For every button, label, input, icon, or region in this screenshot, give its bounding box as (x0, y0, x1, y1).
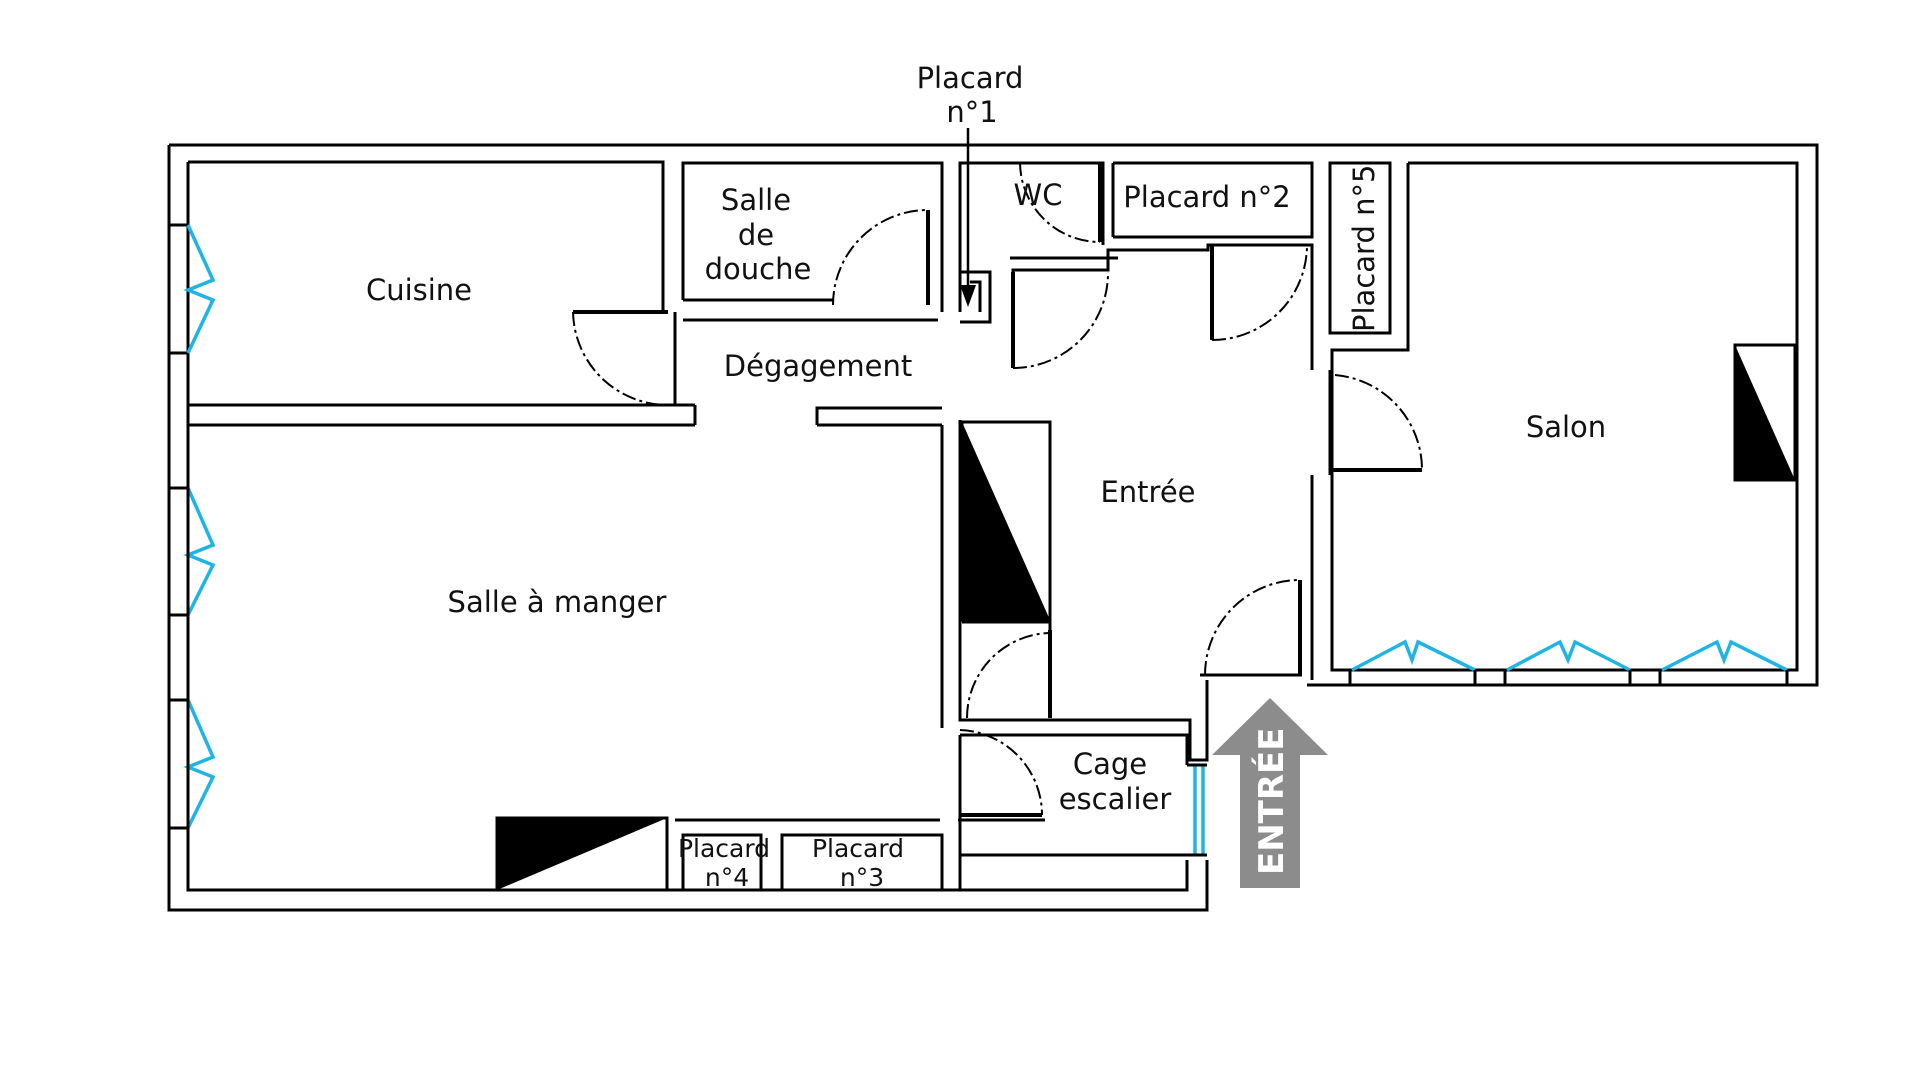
salon-room (1328, 161, 1799, 672)
label-placard-4-2: n°4 (705, 863, 749, 892)
degagement-walls (815, 406, 944, 728)
label-placard-1-2: n°1 (946, 95, 997, 129)
label-placard-5: Placard n°5 (1347, 165, 1381, 332)
label-salle-a-manger: Salle à manger (448, 585, 667, 619)
label-degagement: Dégagement (724, 349, 912, 383)
label-placard-4-1: Placard (678, 834, 770, 863)
label-cuisine: Cuisine (366, 273, 472, 307)
label-salle-de-douche-2: de (738, 218, 774, 252)
entree-room (958, 243, 1314, 762)
label-salon: Salon (1526, 410, 1606, 444)
wc-room (958, 161, 1118, 324)
placard-1-callout (960, 128, 976, 307)
placard-5 (1328, 161, 1392, 335)
label-placard-2: Placard n°2 (1123, 180, 1290, 214)
salle-a-manger-room (186, 428, 940, 892)
salle-de-douche-room (681, 161, 944, 322)
label-placard-3-2: n°3 (840, 863, 884, 892)
label-placard-1-1: Placard (917, 61, 1024, 95)
cuisine-room (188, 160, 697, 427)
label-salle-de-douche-3: douche (705, 252, 812, 286)
windows-left (169, 223, 216, 830)
placard-2 (1111, 161, 1314, 239)
cage-escalier-room (958, 729, 1207, 890)
placards-3-4 (681, 833, 944, 892)
entrance-arrow: ENTRÉE (1212, 698, 1328, 888)
label-salle-de-douche-1: Salle (721, 183, 791, 217)
label-cage-escalier-2: escalier (1059, 782, 1172, 816)
entrance-arrow-label: ENTRÉE (1251, 727, 1292, 875)
room-labels: Cuisine Salle de douche WC Placard n°2 P… (366, 61, 1606, 892)
label-cage-escalier-1: Cage (1073, 747, 1147, 781)
windows-salon (1348, 639, 1789, 685)
label-wc: WC (1014, 178, 1063, 212)
label-placard-3-1: Placard (812, 834, 904, 863)
label-entree: Entrée (1100, 475, 1195, 509)
